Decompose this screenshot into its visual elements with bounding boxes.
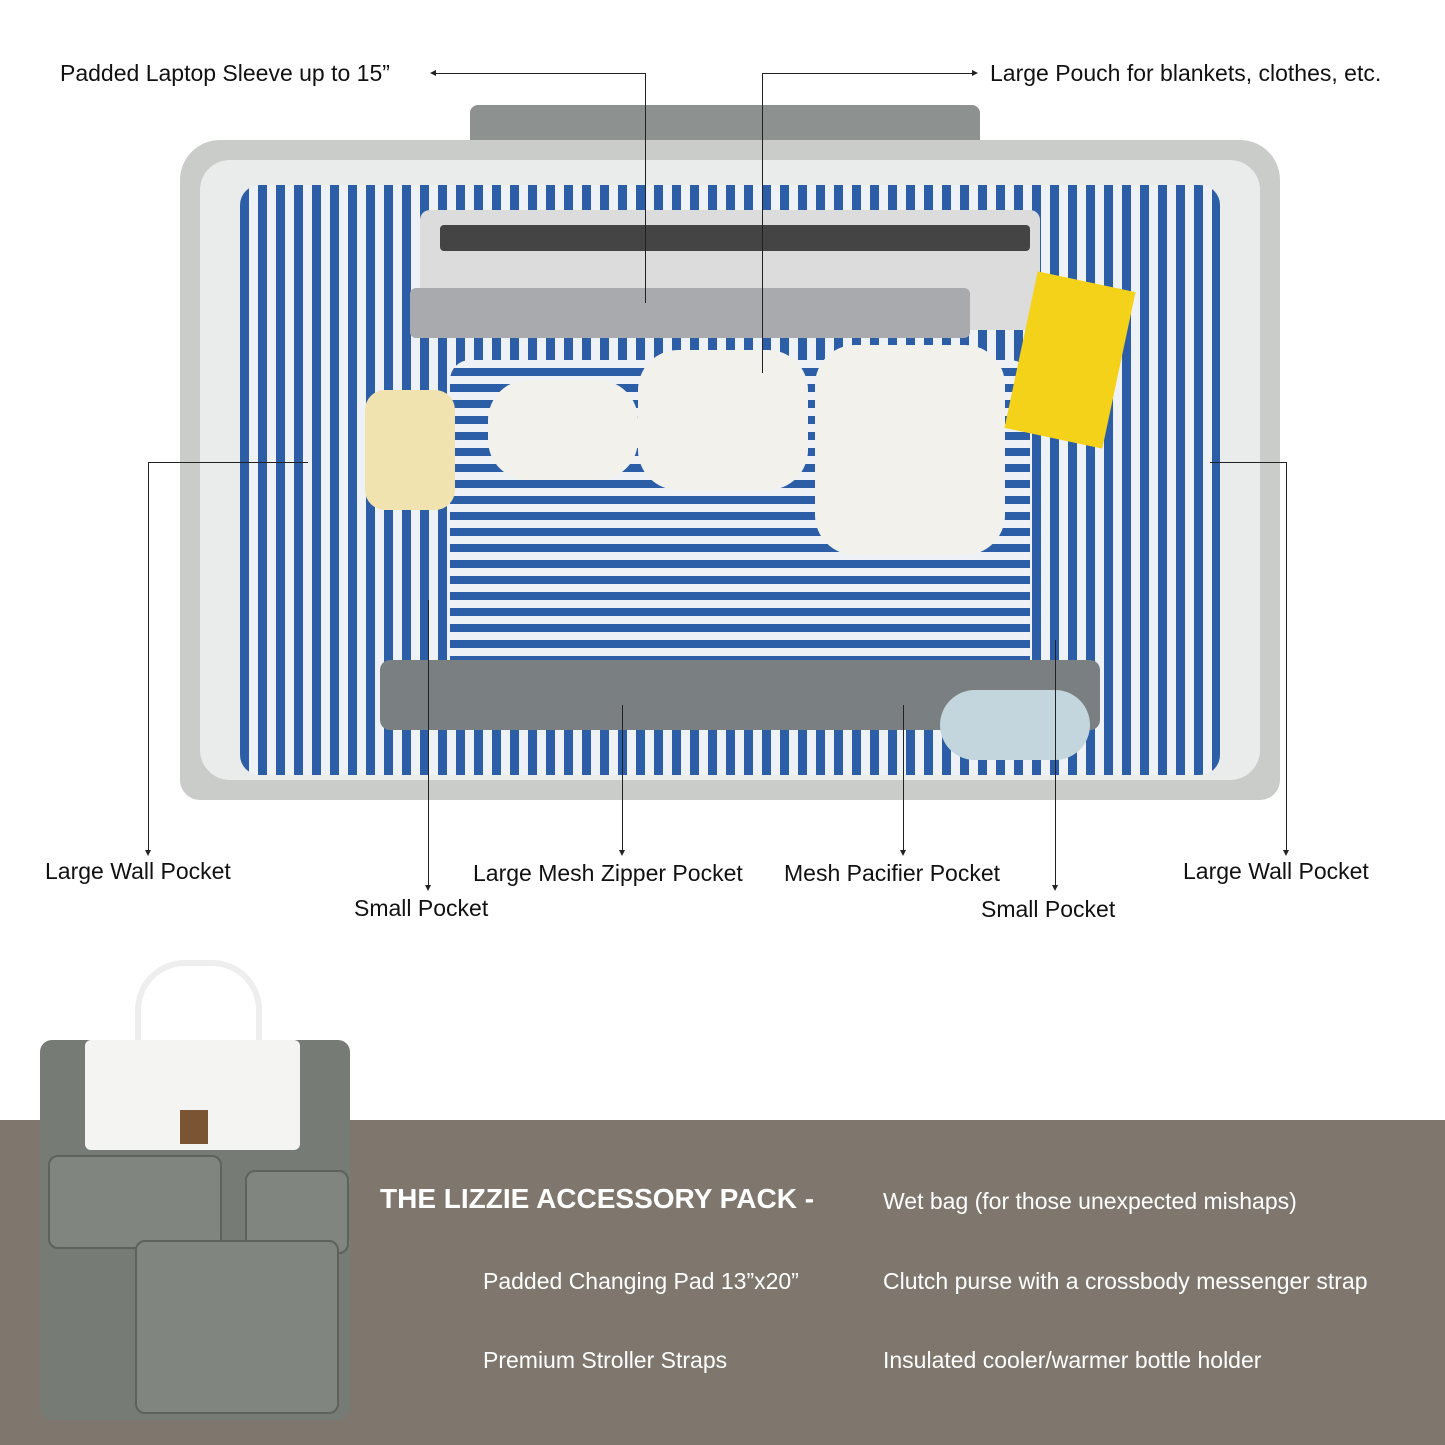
- panda-blanket: [815, 345, 1005, 555]
- callout-large-pouch: Large Pouch for blankets, clothes, etc.: [990, 60, 1382, 86]
- callout-large-wall-pocket-right: Large Wall Pocket: [1183, 858, 1369, 884]
- rolled-blanket: [638, 350, 808, 490]
- pacifier: [940, 690, 1090, 760]
- folded-cloth: [488, 380, 638, 480]
- accessory-item: Wet bag (for those unexpected mishaps): [883, 1188, 1297, 1214]
- sleeve-zipper: [440, 225, 1030, 251]
- accessory-pack-title: THE LIZZIE ACCESSORY PACK -: [380, 1183, 815, 1214]
- callout-large-wall-pocket-left: Large Wall Pocket: [45, 858, 231, 884]
- laptop: [410, 288, 970, 338]
- callout-small-pocket-left: Small Pocket: [354, 895, 489, 921]
- accessory-item: Padded Changing Pad 13”x20”: [483, 1268, 799, 1294]
- callout-laptop-sleeve: Padded Laptop Sleeve up to 15”: [60, 60, 390, 86]
- baby-bottle: [365, 390, 455, 510]
- callout-small-pocket-right: Small Pocket: [981, 896, 1116, 922]
- accessory-item: Insulated cooler/warmer bottle holder: [883, 1347, 1262, 1373]
- wet-bag-pouch: [48, 1155, 222, 1249]
- callout-large-mesh-zipper-pocket: Large Mesh Zipper Pocket: [473, 860, 743, 886]
- accessory-item: Premium Stroller Straps: [483, 1347, 728, 1373]
- accessory-item: Clutch purse with a crossbody messenger …: [883, 1268, 1368, 1294]
- small-bag-handle: [135, 960, 262, 1066]
- clutch-purse: [135, 1240, 339, 1414]
- callout-mesh-pacifier-pocket: Mesh Pacifier Pocket: [784, 860, 1001, 886]
- brand-logo-patch: [180, 1110, 208, 1144]
